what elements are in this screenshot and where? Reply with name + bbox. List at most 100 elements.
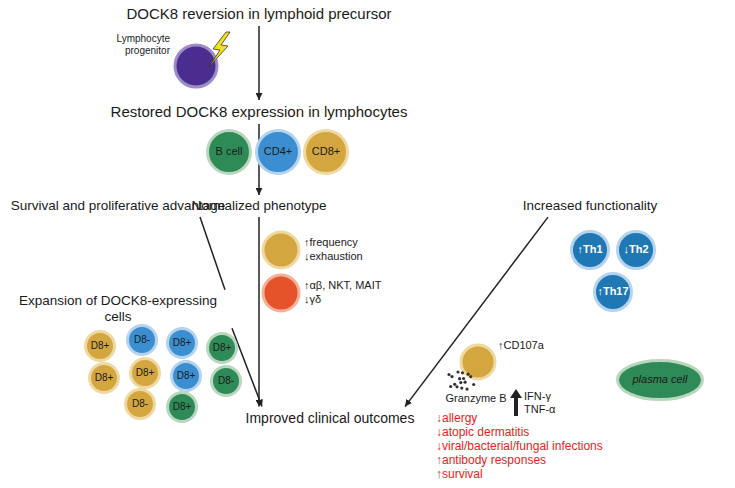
cell-shape [126,390,155,419]
phenotype-note: ↑frequency [304,236,358,249]
cell-circle: D8- [126,324,158,356]
step-text: Increased functionality [520,197,660,215]
node-text: Restored DOCK8 expression in lymphocytes [111,103,408,121]
progenitor-cell [175,45,217,87]
granule-dot [461,371,464,374]
granule-dot [449,385,452,388]
cell-text: D8+ [173,337,192,349]
cell-text: D8- [218,375,234,387]
cell-circle: D8+ [166,391,198,423]
outcome-text: Improved clinical outcomes [243,409,418,428]
cell-circle: CD8+ [303,129,349,175]
cell-text: CD8+ [312,145,340,158]
cell-text: plasma cell [632,373,687,386]
cell-circle: D8+ [88,362,120,394]
connector-arrow [258,26,260,100]
outcome-item: ↑antibody responses [436,453,546,467]
plasma-cell: plasma cell [616,359,704,401]
cell-shape [618,232,655,269]
cell-text: D8+ [213,342,232,354]
cell-shape [208,334,237,363]
cd8-cell [263,232,299,268]
t-cell-subset [263,275,299,311]
granule-dot [453,383,456,386]
cell-text: D8- [134,334,150,346]
connector-arrow [405,217,548,407]
lightning-bolt [209,32,230,67]
cell-text: ↑Th1 [577,243,602,256]
marker-label: ↑CD107a [498,339,544,352]
cell-shape [305,131,348,174]
cell-circle: D8- [210,365,242,397]
connector-arrow [200,217,225,290]
outcome-item: ↓viral/bacterial/fungal infections [436,439,603,453]
cell-text: D8+ [91,340,110,352]
granule-dot [459,381,462,384]
granule-dot [458,377,461,380]
th-cell: ↑Th1 [570,230,610,270]
cytokine-label: Granzyme B [445,392,506,405]
node-text: DOCK8 reversion in lymphoid precursor [126,5,391,23]
cell-shape [172,362,201,391]
node-text: Normalized phenotype [191,198,326,214]
step-text: DOCK8 reversion in lymphoid precursor [123,4,394,24]
cell-circle: D8+ [84,330,116,362]
cell-circle: D8+ [170,360,202,392]
cell-text: D8+ [95,372,114,384]
cell-text: B cell [216,145,243,158]
cell-label: Lymphocyte progenitor [106,33,170,57]
connector-arrow [232,328,262,406]
cell-shape [572,232,609,269]
granule-dot [460,386,463,389]
cell-shape [168,393,197,422]
phenotype-note: ↑αβ, NKT, MAIT [304,279,381,292]
cell-circle: B cell [206,129,252,175]
step-text: Normalized phenotype [188,197,329,215]
granule-dot [455,385,458,388]
granule-dot [469,375,472,378]
granule-dot [465,387,468,390]
cell-circle: D8+ [206,332,238,364]
increase-arrow [510,389,522,416]
cell-shape [257,131,300,174]
cell-text: D8- [132,398,148,410]
granule-dot [447,373,450,376]
granule-dot [456,370,459,373]
node-text: Expansion of DOCK8-expressing cells [4,293,232,325]
cell-text: ↑Th17 [597,285,628,298]
cell-shape [212,367,241,396]
outcome-item: ↓atopic dermatitis [436,425,529,439]
cell-shape [168,329,197,358]
granule-dot [462,377,465,380]
granule-dots [447,370,475,390]
cell-shape [86,332,115,361]
cell-text: ↓Th2 [623,243,648,256]
cell-text: D8+ [177,370,196,382]
cell-circle: D8+ [166,327,198,359]
phenotype-note: ↓γδ [304,293,321,306]
step-text: Expansion of DOCK8-expressing cells [1,292,235,326]
granule-dot [472,383,475,386]
step-text: Restored DOCK8 expression in lymphocytes [108,102,411,122]
outcome-item: ↑survival [436,467,483,481]
cell-shape [90,364,119,393]
cell-text: CD4+ [264,145,292,158]
cell-text: D8+ [173,401,192,413]
cell-shape [618,361,703,400]
cell-text: D8+ [136,367,155,379]
cell-shape [208,131,251,174]
cell-circle: D8- [124,388,156,420]
cytokine-label: IFN-γ [524,390,551,403]
th-cell: ↓Th2 [616,230,656,270]
phenotype-note: ↓exhaustion [304,250,363,263]
outcome-item: ↓allergy [436,411,477,425]
cell-shape [128,326,157,355]
cell-circle: CD4+ [255,129,301,175]
granule-dot [467,373,470,376]
granule-dot [450,375,453,378]
cd8-cell [461,345,495,379]
th-cell: ↑Th17 [593,272,633,312]
cell-circle: D8+ [129,357,161,389]
